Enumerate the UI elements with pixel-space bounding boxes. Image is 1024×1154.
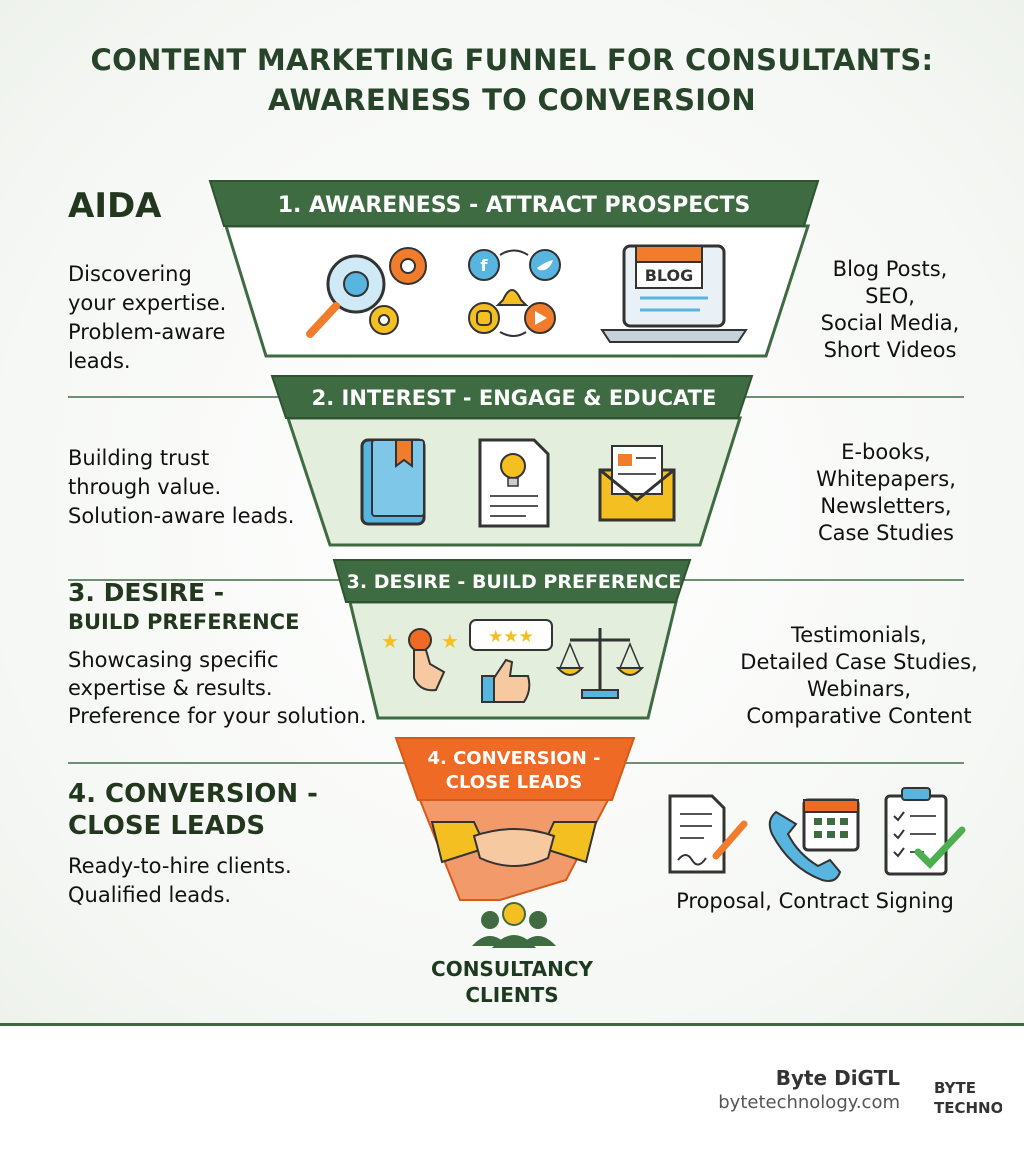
stage-2-desc-line: Building trust (68, 446, 210, 470)
title-line-1: CONTENT MARKETING FUNNEL FOR CONSULTANTS… (90, 43, 934, 77)
stage-1-desc-line: Discovering (68, 262, 192, 286)
clients-label: CONSULTANCY CLIENTS (402, 956, 622, 1008)
handshake-icon (430, 821, 598, 867)
channel-item: Blog Posts, (832, 257, 948, 281)
stage-3-desc-line: expertise & results. (68, 676, 273, 700)
svg-text:★: ★ (441, 629, 459, 653)
stage-4-heading-line: CLOSE LEADS (68, 811, 266, 841)
stage-2-band-label: 2. INTEREST - ENGAGE & EDUCATE (312, 386, 717, 410)
balance-scale-icon (555, 628, 645, 699)
channel-item: Webinars, (806, 677, 912, 701)
stage-1-desc-line: your expertise. (68, 291, 227, 315)
stage-3-desc-line: Preference for your solution. (68, 704, 367, 728)
channel-item: Proposal, Contract Signing (676, 889, 954, 913)
stage-3-heading: 3. DESIRE - (68, 578, 225, 607)
stage-4-heading: 4. CONVERSION - CLOSE LEADS (68, 778, 318, 842)
stage-4-band-label-line-2: CLOSE LEADS (446, 772, 582, 793)
stage-2-description: Building trust through value. Solution-a… (68, 444, 294, 531)
footer-divider (0, 1023, 1024, 1026)
channel-item: Social Media, (820, 311, 960, 335)
svg-text:f: f (481, 256, 489, 275)
channel-item: Case Studies (818, 521, 954, 545)
stage-3-channels: Testimonials, Detailed Case Studies, Web… (714, 622, 1004, 730)
title-line-2: AWARENESS TO CONVERSION (268, 83, 756, 117)
contract-pen-icon (668, 794, 748, 874)
clients-label-line: CLIENTS (465, 983, 559, 1007)
stage-4-channels: Proposal, Contract Signing (660, 888, 970, 915)
stage-1-band-label: 1. AWARENESS - ATTRACT PROSPECTS (278, 193, 751, 218)
channel-item: Testimonials, (791, 623, 927, 647)
stage-4-segment: 4. CONVERSION - CLOSE LEADS (394, 737, 636, 901)
aida-heading: AIDA (68, 186, 162, 226)
stage-2-desc-line: Solution-aware leads. (68, 504, 295, 528)
checklist-icon (884, 787, 966, 876)
brand-url[interactable]: bytetechnology.com (718, 1092, 900, 1113)
brand-name: Byte DiGTL (775, 1066, 900, 1090)
stage-1-desc-line: Problem-aware (68, 320, 226, 344)
clients-label-line: CONSULTANCY (431, 957, 593, 981)
blog-label: BLOG (645, 266, 694, 285)
newsletter-envelope-icon (598, 445, 676, 522)
stage-4-desc-line: Ready-to-hire clients. (68, 854, 292, 878)
stage-1-desc-line: leads. (68, 349, 131, 373)
stage-1-band (208, 180, 820, 227)
channel-item: Whitepapers, (816, 467, 956, 491)
channel-item: E-books, (841, 440, 931, 464)
stage-1-channels: Blog Posts, SEO, Social Media, Short Vid… (780, 256, 1000, 364)
blog-laptop-icon: BLOG (600, 244, 748, 343)
logo-line: TECHNO (934, 1099, 1002, 1117)
stage-4-desc-line: Qualified leads. (68, 883, 232, 907)
funnel-diagram: 1. AWARENESS - ATTRACT PROSPECTS 2. INTE… (208, 180, 966, 948)
stage-2-band (270, 375, 754, 419)
ebook-icon (360, 438, 426, 526)
svg-text:★: ★ (381, 629, 399, 653)
magnifier-gears-icon (306, 247, 427, 338)
stage-4-description: Ready-to-hire clients. Qualified leads. (68, 852, 292, 910)
stage-4-band (394, 737, 636, 801)
channel-item: Short Videos (823, 338, 957, 362)
rating-thumbs-up-icon: ★★★ (469, 619, 553, 703)
stage-3-subheading: BUILD PREFERENCE (68, 610, 300, 634)
stage-1-description: Discovering your expertise. Problem-awar… (68, 260, 226, 376)
social-media-cycle-icon: f (468, 249, 561, 337)
stage-4-band-label-line-1: 4. CONVERSION - (427, 748, 600, 769)
phone-calendar-icon (768, 798, 860, 882)
svg-text:★★★: ★★★ (488, 627, 534, 647)
whitepaper-lightbulb-icon (478, 438, 550, 528)
stage-2-desc-line: through value. (68, 475, 222, 499)
channel-item: Detailed Case Studies, (740, 650, 978, 674)
stage-4-heading-line: 4. CONVERSION - (68, 779, 318, 809)
channel-item: Comparative Content (746, 704, 972, 728)
stage-3-band (332, 559, 692, 603)
channel-item: SEO, (865, 284, 915, 308)
stage-3-description: Showcasing specific expertise & results.… (68, 646, 367, 730)
brand-logo: BYTE TECHNO (934, 1078, 1002, 1122)
stage-3-desc-line: Showcasing specific (68, 648, 279, 672)
logo-line: BYTE (934, 1079, 976, 1097)
stage-2-channels: E-books, Whitepapers, Newsletters, Case … (776, 439, 996, 547)
channel-item: Newsletters, (820, 494, 952, 518)
stage-3-band-label: 3. DESIRE - BUILD PREFERENCE (347, 571, 682, 593)
page-title: CONTENT MARKETING FUNNEL FOR CONSULTANTS… (0, 40, 1024, 120)
star-click-icon: ★ ★ (381, 628, 459, 692)
clients-group-icon (472, 902, 556, 948)
